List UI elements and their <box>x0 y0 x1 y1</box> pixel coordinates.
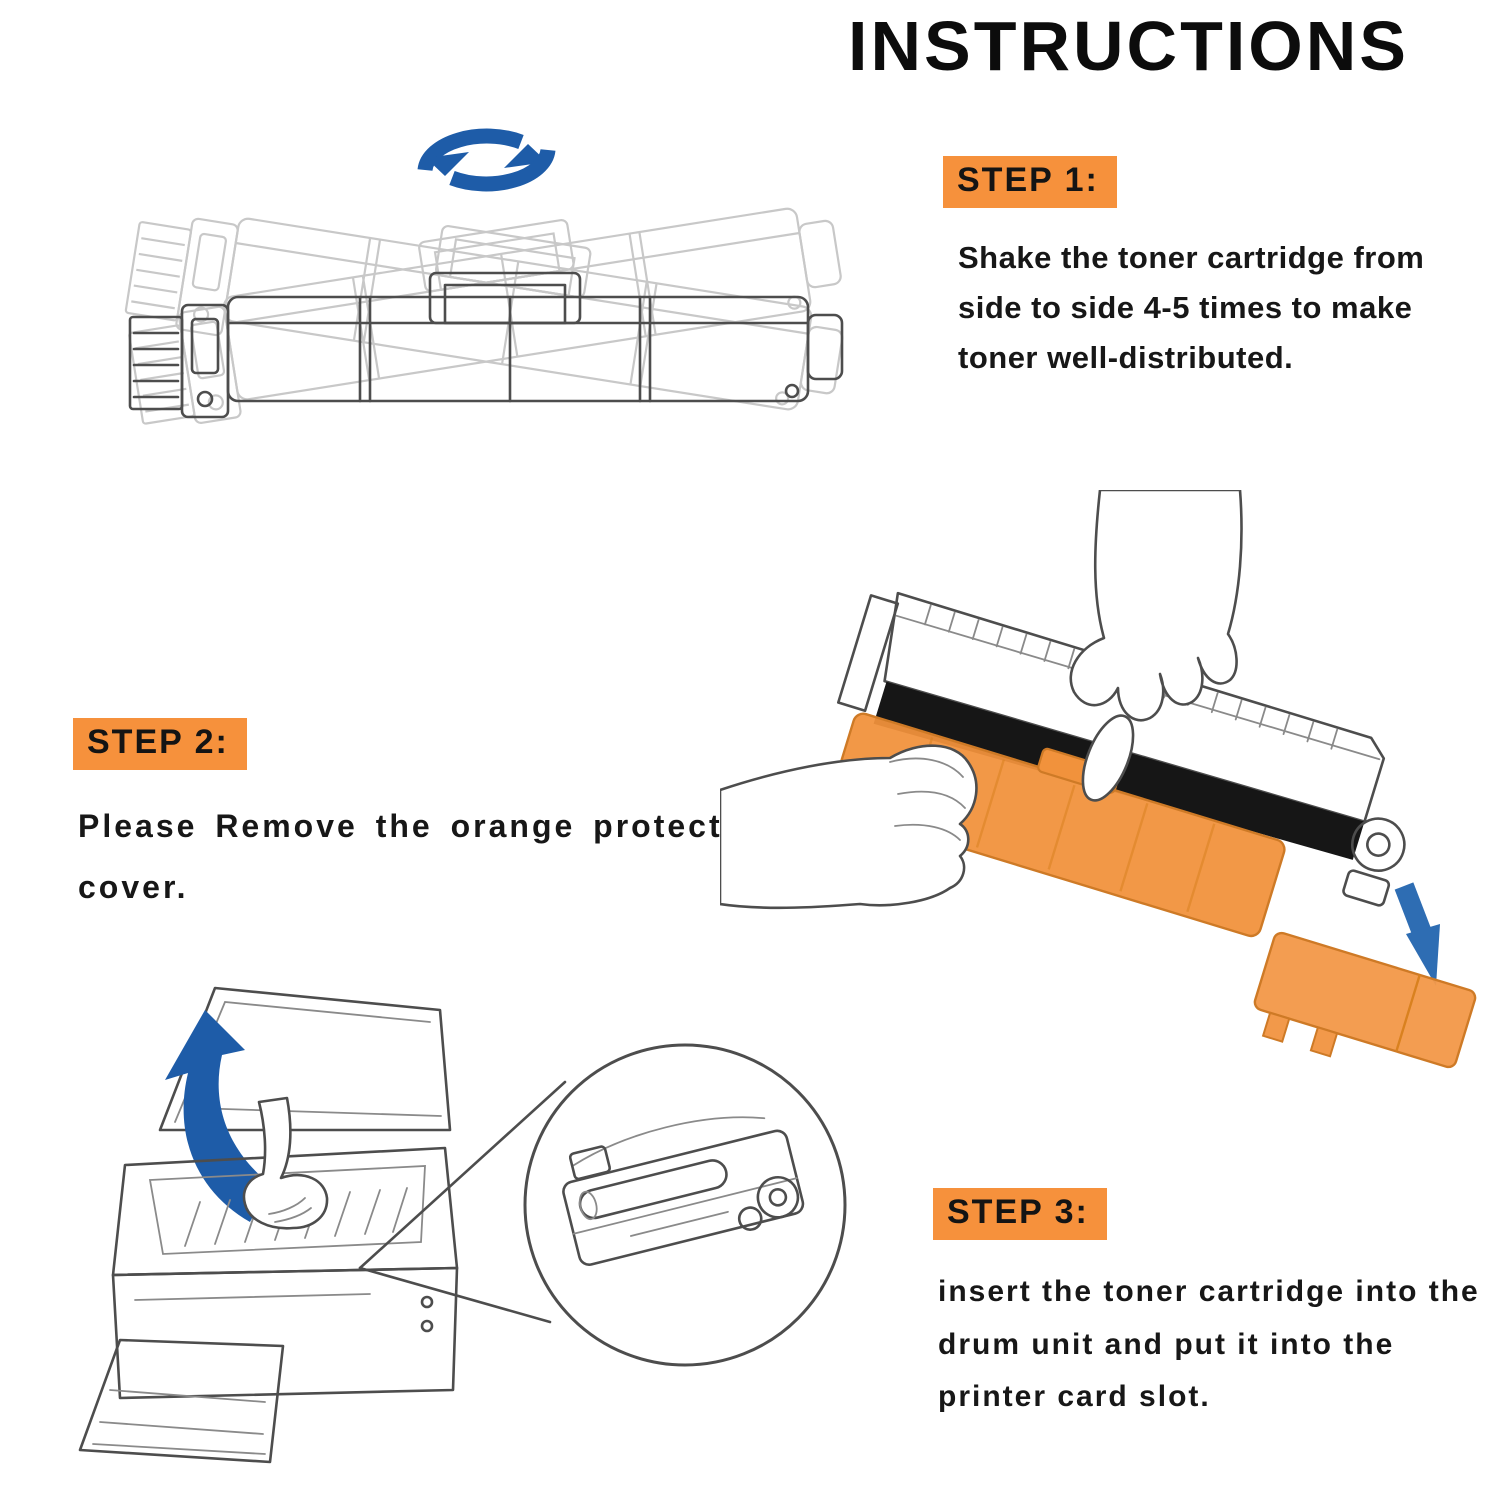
step3-illustration <box>78 986 847 1464</box>
detached-orange-cover <box>1253 931 1477 1069</box>
thumb <box>1081 714 1135 802</box>
step1-text: Shake the toner cartridge from side to s… <box>958 240 1425 376</box>
step2-text: Please Remove the orange protective cove… <box>78 808 777 905</box>
callout-lines <box>358 1080 567 1324</box>
drum-unit-magnifier <box>523 1043 847 1367</box>
right-hand <box>1069 490 1243 802</box>
rotate-arrows-icon <box>417 128 556 192</box>
step1-label: STEP 1: <box>943 156 1117 208</box>
toner-cartridge-drawing <box>128 271 844 419</box>
toner-cartridge-ghost-copies <box>120 177 852 433</box>
drum-unit-drawing <box>562 1116 805 1266</box>
hand-inserting-cartridge <box>242 1096 329 1230</box>
step2-label: STEP 2: <box>73 718 247 770</box>
page-title: INSTRUCTIONS <box>848 7 1409 85</box>
pull-off-arrow-icon <box>1394 882 1440 986</box>
step3-label: STEP 3: <box>933 1188 1107 1240</box>
step1-illustration <box>120 128 852 433</box>
cartridge-gear-end <box>1342 817 1406 907</box>
step2-illustration <box>720 490 1477 1069</box>
open-lid-arrow-icon <box>165 1010 270 1222</box>
left-hand <box>720 744 978 910</box>
step3-text: insert the toner cartridge into the drum… <box>938 1275 1480 1413</box>
paper-tray <box>78 1338 285 1464</box>
